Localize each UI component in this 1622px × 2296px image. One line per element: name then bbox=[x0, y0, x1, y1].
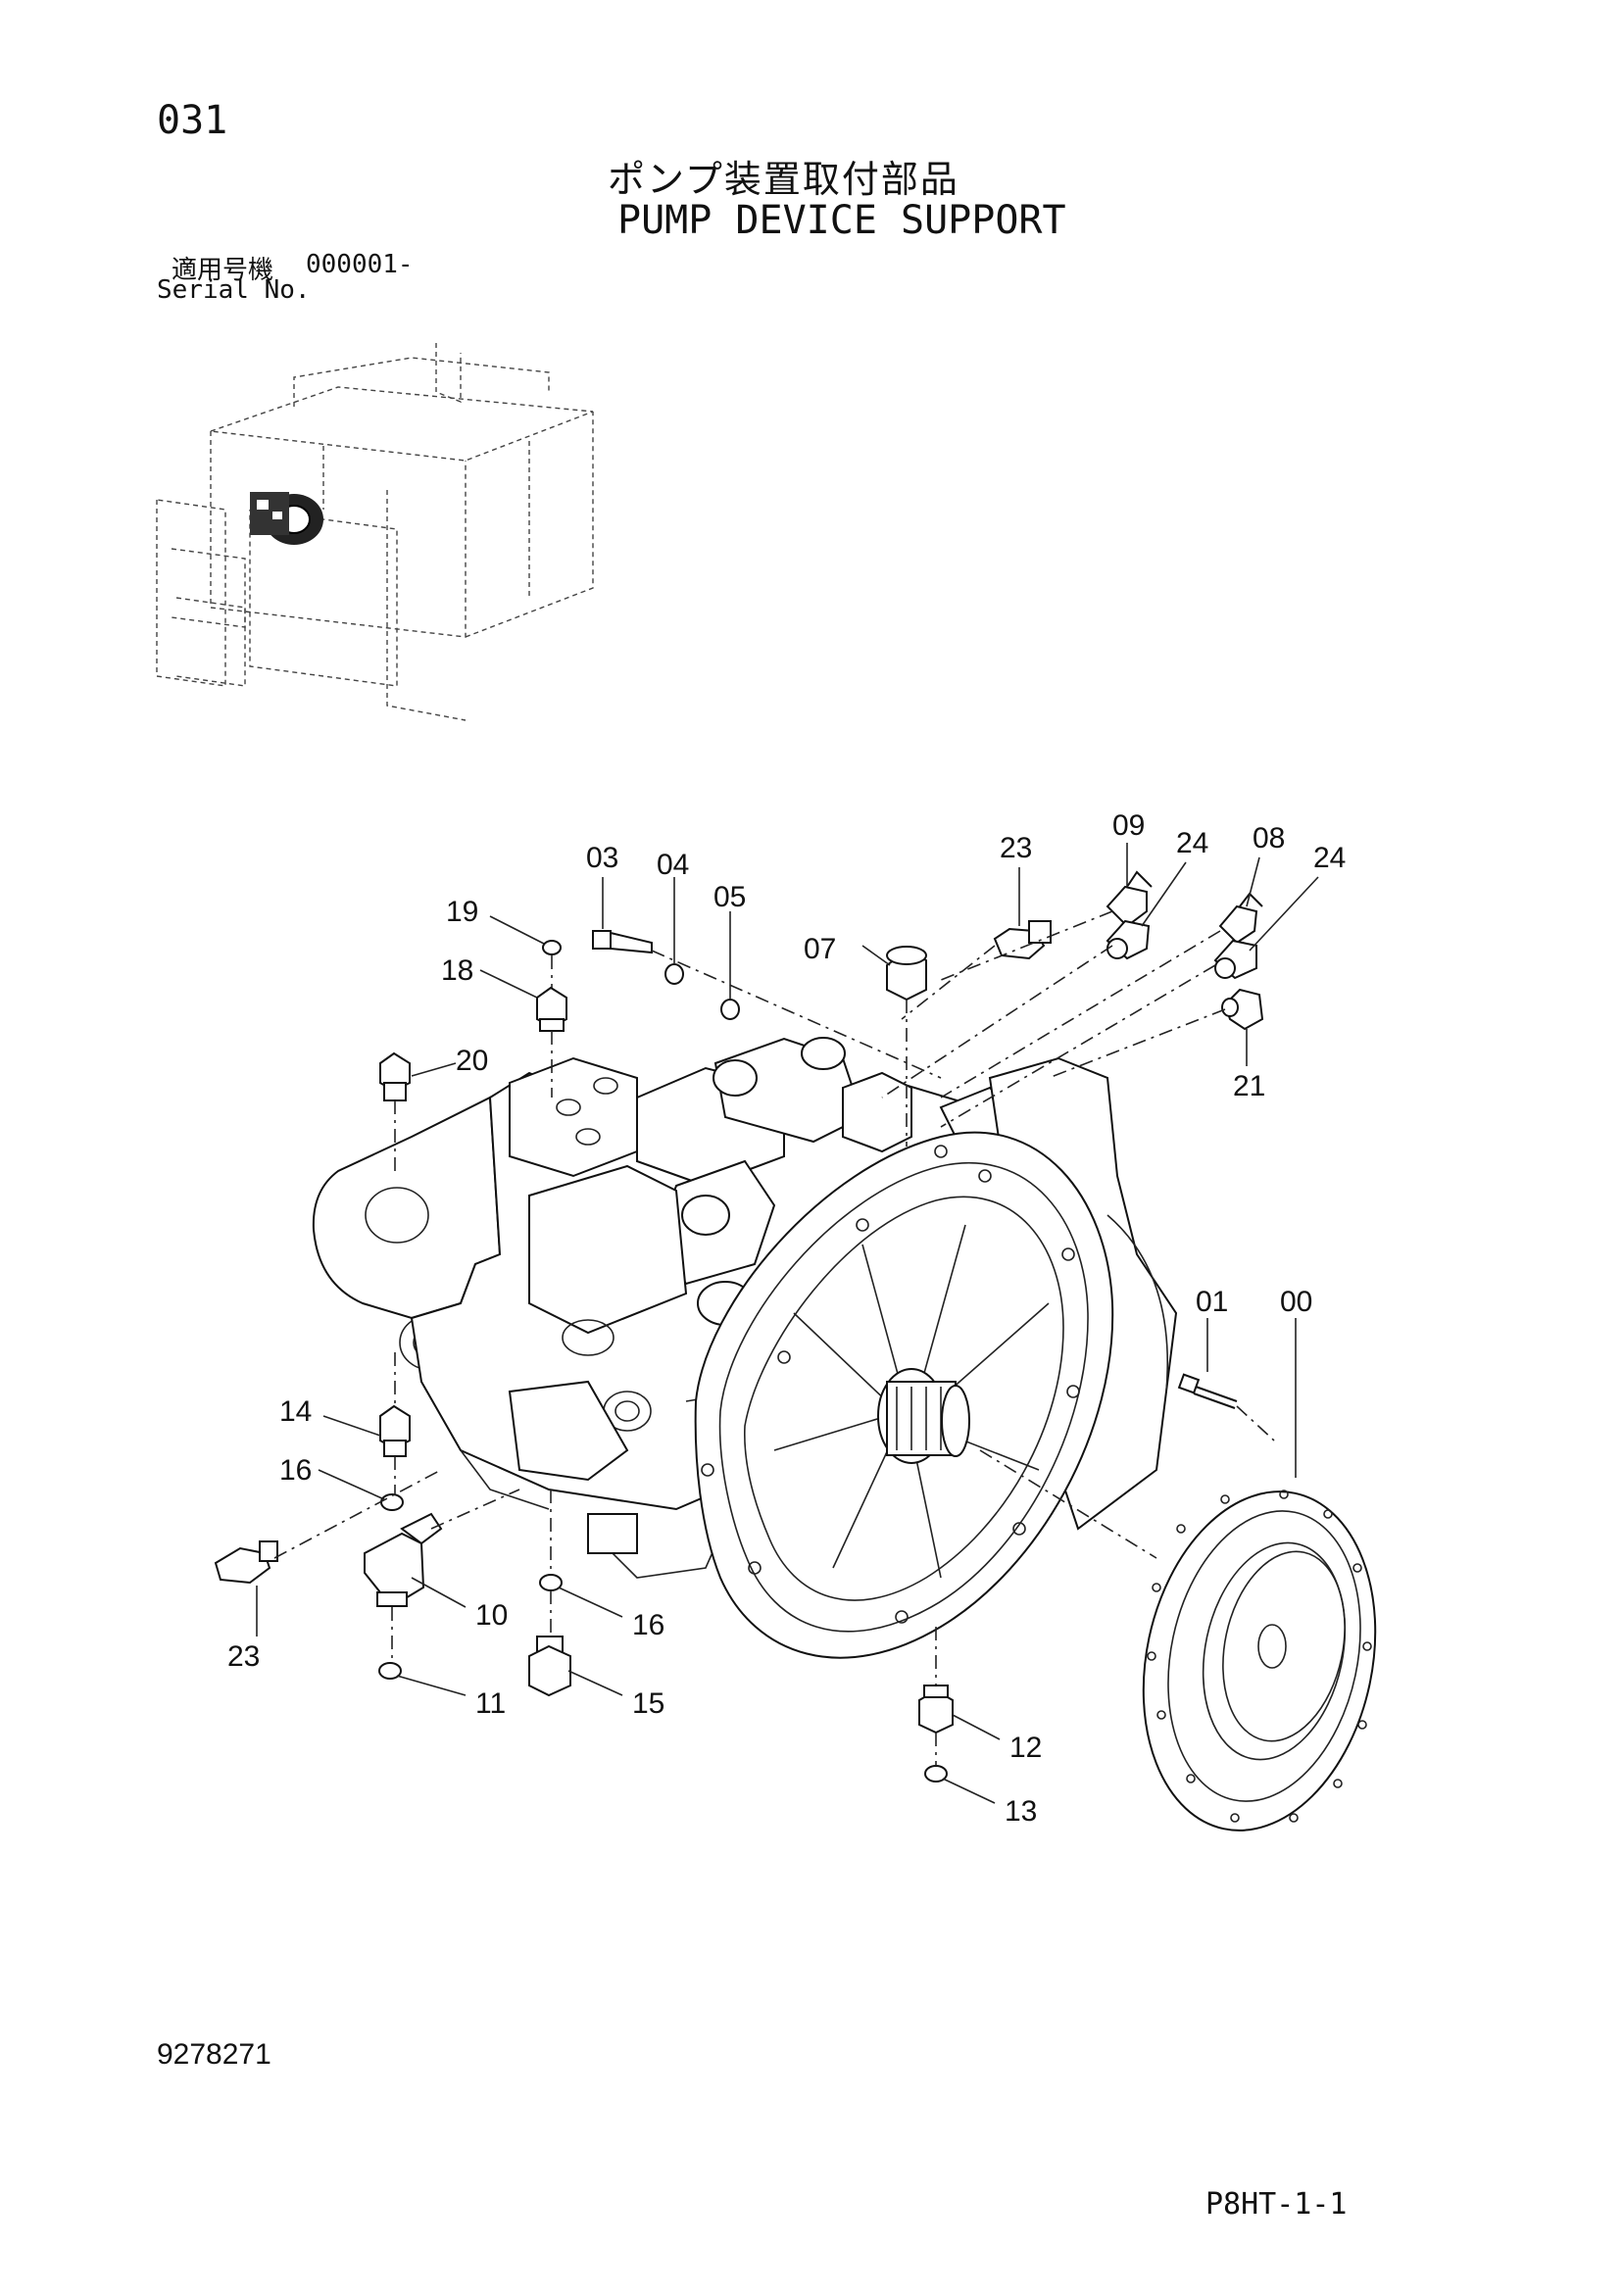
callout-16-right: 16 bbox=[632, 1609, 664, 1641]
plug-part-07 bbox=[886, 946, 927, 1001]
callout-24-left: 24 bbox=[1176, 827, 1208, 859]
callout-04: 04 bbox=[657, 849, 689, 881]
callout-05: 05 bbox=[713, 881, 746, 913]
callout-24-right: 24 bbox=[1313, 842, 1346, 874]
pressure-sensor-part-23-top bbox=[993, 920, 1052, 960]
serial-label-japanese: 適用号機 bbox=[172, 256, 274, 285]
oring-part-05 bbox=[720, 999, 740, 1020]
pressure-sensor-part-23-left bbox=[214, 1540, 278, 1585]
page-code: P8HT-1-1 bbox=[1205, 2187, 1348, 2222]
page-title-japanese: ポンプ装置取付部品 bbox=[608, 158, 959, 201]
callout-20: 20 bbox=[456, 1045, 488, 1077]
callout-16-left: 16 bbox=[279, 1454, 312, 1487]
sensor-part-21 bbox=[1221, 988, 1264, 1031]
fitting-part-14 bbox=[379, 1404, 411, 1457]
callout-19: 19 bbox=[446, 896, 478, 928]
flywheel-housing bbox=[694, 1131, 1114, 1659]
bolt-part-03 bbox=[592, 930, 653, 954]
callout-12: 12 bbox=[1009, 1732, 1042, 1764]
assembly-center-lines bbox=[273, 910, 1275, 1766]
callout-09: 09 bbox=[1112, 809, 1145, 842]
pump-assembly bbox=[312, 1037, 1178, 1659]
callout-23-top: 23 bbox=[1000, 832, 1032, 864]
leader-lines bbox=[256, 843, 1319, 1804]
callout-08: 08 bbox=[1253, 822, 1285, 855]
callout-01: 01 bbox=[1196, 1286, 1228, 1318]
callout-23-left: 23 bbox=[227, 1640, 260, 1673]
fitting-part-12 bbox=[918, 1685, 954, 1734]
serial-number-range: 000001- bbox=[306, 250, 414, 279]
callout-21: 21 bbox=[1233, 1070, 1265, 1102]
callout-15: 15 bbox=[632, 1687, 664, 1720]
washer-part-04 bbox=[664, 963, 684, 985]
fitting-part-20 bbox=[379, 1051, 411, 1101]
serial-label: Serial No. bbox=[157, 275, 311, 305]
oring-part-16-left bbox=[380, 1493, 404, 1511]
callout-11: 11 bbox=[475, 1687, 506, 1720]
fitting-part-15 bbox=[528, 1636, 571, 1697]
connector-part-24-left bbox=[1106, 919, 1151, 960]
oring-part-19 bbox=[542, 940, 562, 955]
page-title: PUMP DEVICE SUPPORT bbox=[617, 198, 1066, 243]
callout-labels: 00 01 03 04 05 07 08 09 10 11 12 13 14 1… bbox=[227, 809, 1346, 1828]
connector-part-24-right bbox=[1213, 939, 1257, 980]
callout-03: 03 bbox=[586, 842, 618, 874]
pump-location-marker bbox=[250, 492, 323, 545]
callout-10: 10 bbox=[475, 1599, 508, 1632]
callout-07: 07 bbox=[804, 933, 836, 965]
elbow-part-10 bbox=[364, 1512, 443, 1607]
fitting-part-18 bbox=[536, 986, 567, 1032]
callout-14: 14 bbox=[279, 1395, 312, 1428]
callout-00: 00 bbox=[1280, 1286, 1312, 1318]
page-number: 031 bbox=[157, 98, 228, 143]
connector-part-09 bbox=[1106, 870, 1153, 928]
callout-18: 18 bbox=[441, 954, 473, 987]
flange-plate-part-00 bbox=[1142, 1490, 1377, 1832]
callout-13: 13 bbox=[1005, 1795, 1037, 1828]
bolt-part-01 bbox=[1177, 1373, 1238, 1409]
oring-part-16-right bbox=[539, 1574, 563, 1591]
machine-location-thumbnail bbox=[156, 343, 594, 721]
oring-part-11 bbox=[378, 1662, 402, 1680]
connector-part-08 bbox=[1218, 892, 1263, 945]
document-number: 9278271 bbox=[157, 2038, 271, 2071]
